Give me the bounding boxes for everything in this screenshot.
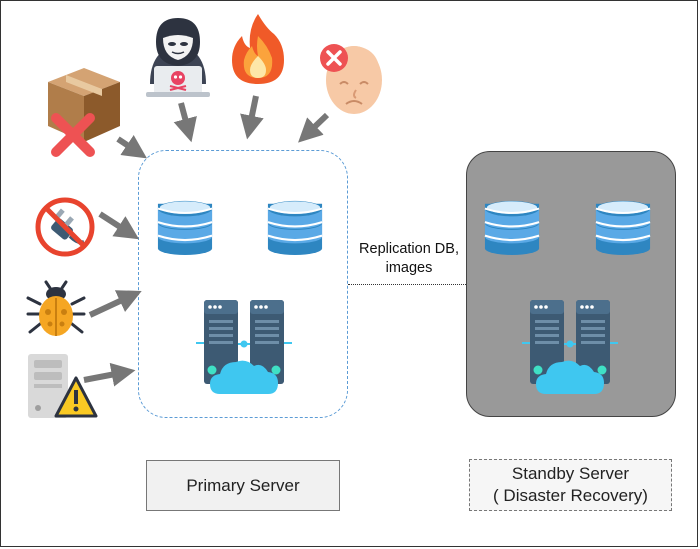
- arrow-from-power: [98, 211, 140, 240]
- power-outage-icon: [35, 197, 95, 257]
- fire-icon: [232, 14, 284, 84]
- lost-package-icon: [48, 68, 120, 157]
- sick-person-icon: [320, 44, 382, 114]
- arrow-from-fire: [240, 95, 264, 140]
- replication-label: Replication DB, images: [350, 240, 468, 278]
- standby-server-label-line2: ( Disaster Recovery): [493, 486, 648, 505]
- server-warning-icon: [28, 354, 98, 418]
- hacker-icon: [146, 18, 210, 97]
- replication-connector: [348, 284, 466, 285]
- primary-server-container: [138, 150, 348, 418]
- standby-server-label: Standby Server ( Disaster Recovery): [469, 459, 672, 511]
- replication-label-line1: Replication DB,: [359, 241, 459, 257]
- arrow-from-hacker: [173, 102, 197, 143]
- arrow-from-package: [116, 135, 147, 159]
- primary-server-label-text: Primary Server: [186, 475, 300, 495]
- primary-server-label: Primary Server: [146, 460, 340, 511]
- arrow-from-bug: [88, 290, 142, 318]
- standby-server-label-line1: Standby Server: [511, 464, 630, 483]
- arrow-from-sick-person: [298, 112, 330, 143]
- bug-icon: [26, 280, 86, 336]
- arrow-from-server-warning: [83, 362, 136, 387]
- replication-label-line2: images: [385, 260, 433, 276]
